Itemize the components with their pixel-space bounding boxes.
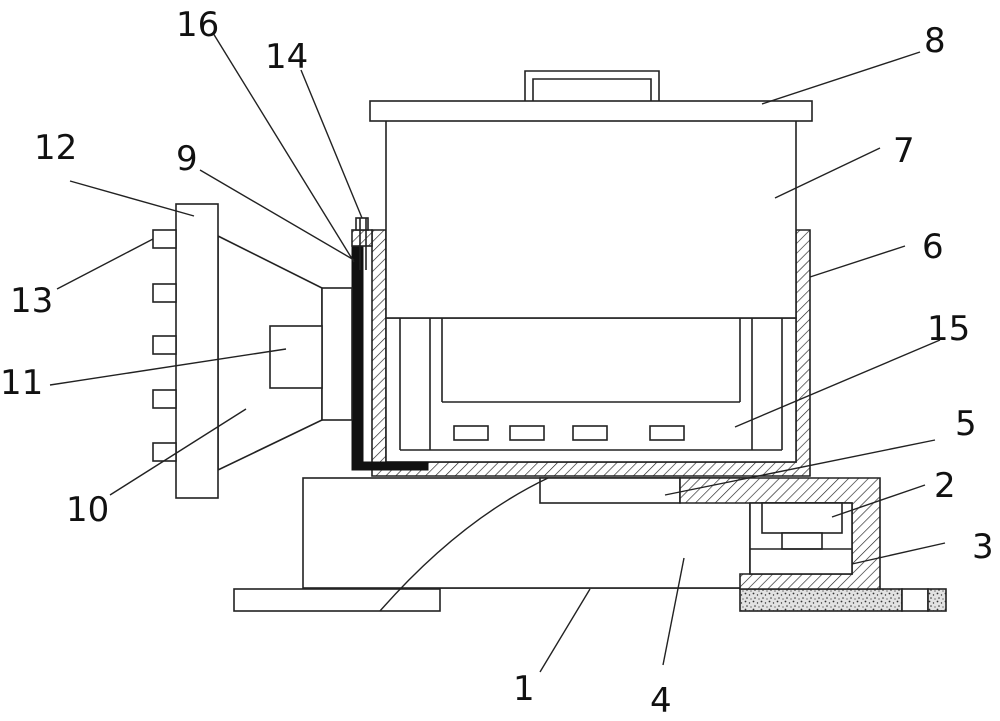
lid <box>369 70 813 122</box>
label-13: 13 <box>10 281 53 321</box>
label-6: 6 <box>922 227 944 267</box>
motor <box>750 502 852 550</box>
foot-pad <box>739 588 947 612</box>
label-2: 2 <box>934 466 956 506</box>
label-14: 14 <box>265 37 308 77</box>
sensor-probe <box>351 217 373 270</box>
label-3: 3 <box>972 527 994 567</box>
inner-basket <box>385 317 797 463</box>
label-1: 1 <box>513 669 535 709</box>
label-9: 9 <box>176 139 198 179</box>
label-15: 15 <box>927 309 970 349</box>
support-frame <box>302 477 751 589</box>
label-8: 8 <box>924 21 946 61</box>
leader-lines <box>49 32 946 673</box>
label-11: 11 <box>0 363 43 403</box>
label-12: 12 <box>34 128 77 168</box>
label-5: 5 <box>955 404 977 444</box>
fan-assembly <box>152 203 353 499</box>
label-16: 16 <box>176 5 219 45</box>
label-10: 10 <box>66 490 109 530</box>
callout-labels: 1 2 3 4 5 6 7 8 9 10 11 12 13 14 15 16 <box>0 5 994 721</box>
upper-box <box>385 119 797 319</box>
label-7: 7 <box>893 131 915 171</box>
label-4: 4 <box>650 681 672 721</box>
